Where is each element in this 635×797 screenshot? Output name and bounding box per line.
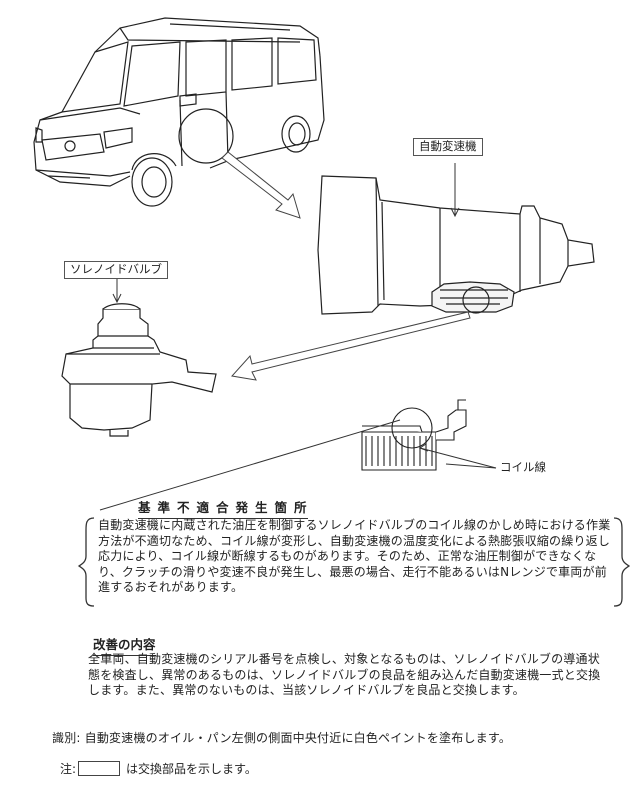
solenoid-leader [112, 278, 122, 304]
coil-drawing [361, 399, 467, 471]
solenoid-drawing [61, 303, 217, 437]
transmission-label: 自動変速機 [413, 138, 483, 156]
van-drawing [33, 17, 325, 207]
note-text: は交換部品を示します。 [126, 762, 257, 776]
arrow-van-to-transmission [221, 151, 301, 219]
transmission-leader [450, 163, 460, 218]
note-prefix: 注: [60, 762, 77, 776]
identification-note: 識別: 自動変速機のオイル・パン左側の側面中央付近に白色ペイントを塗布します。 [52, 731, 512, 745]
defect-leader [99, 419, 401, 511]
defect-description: 自動変速機に内蔵された油圧を制御するソレノイドバルブのコイル線のかしめ時における… [98, 518, 611, 595]
remedy-title: 改善の内容 [93, 634, 156, 656]
remedy-description: 全車両、自動変速機のシリアル番号を点検し、対象となるものは、ソレノイドバルブの導… [88, 652, 601, 698]
replacement-part-marker [78, 761, 121, 776]
arrow-transmission-to-solenoid [231, 311, 471, 381]
legend-note: 注: は交換部品を示します。 [60, 760, 257, 777]
solenoid-label: ソレノイドバルブ [64, 261, 168, 279]
coil-leader [418, 443, 497, 469]
coil-label: コイル線 [500, 460, 546, 474]
transmission-drawing [317, 175, 595, 315]
defect-bracket [77, 517, 631, 607]
defect-title: 基準不適合発生箇所 [138, 497, 314, 519]
